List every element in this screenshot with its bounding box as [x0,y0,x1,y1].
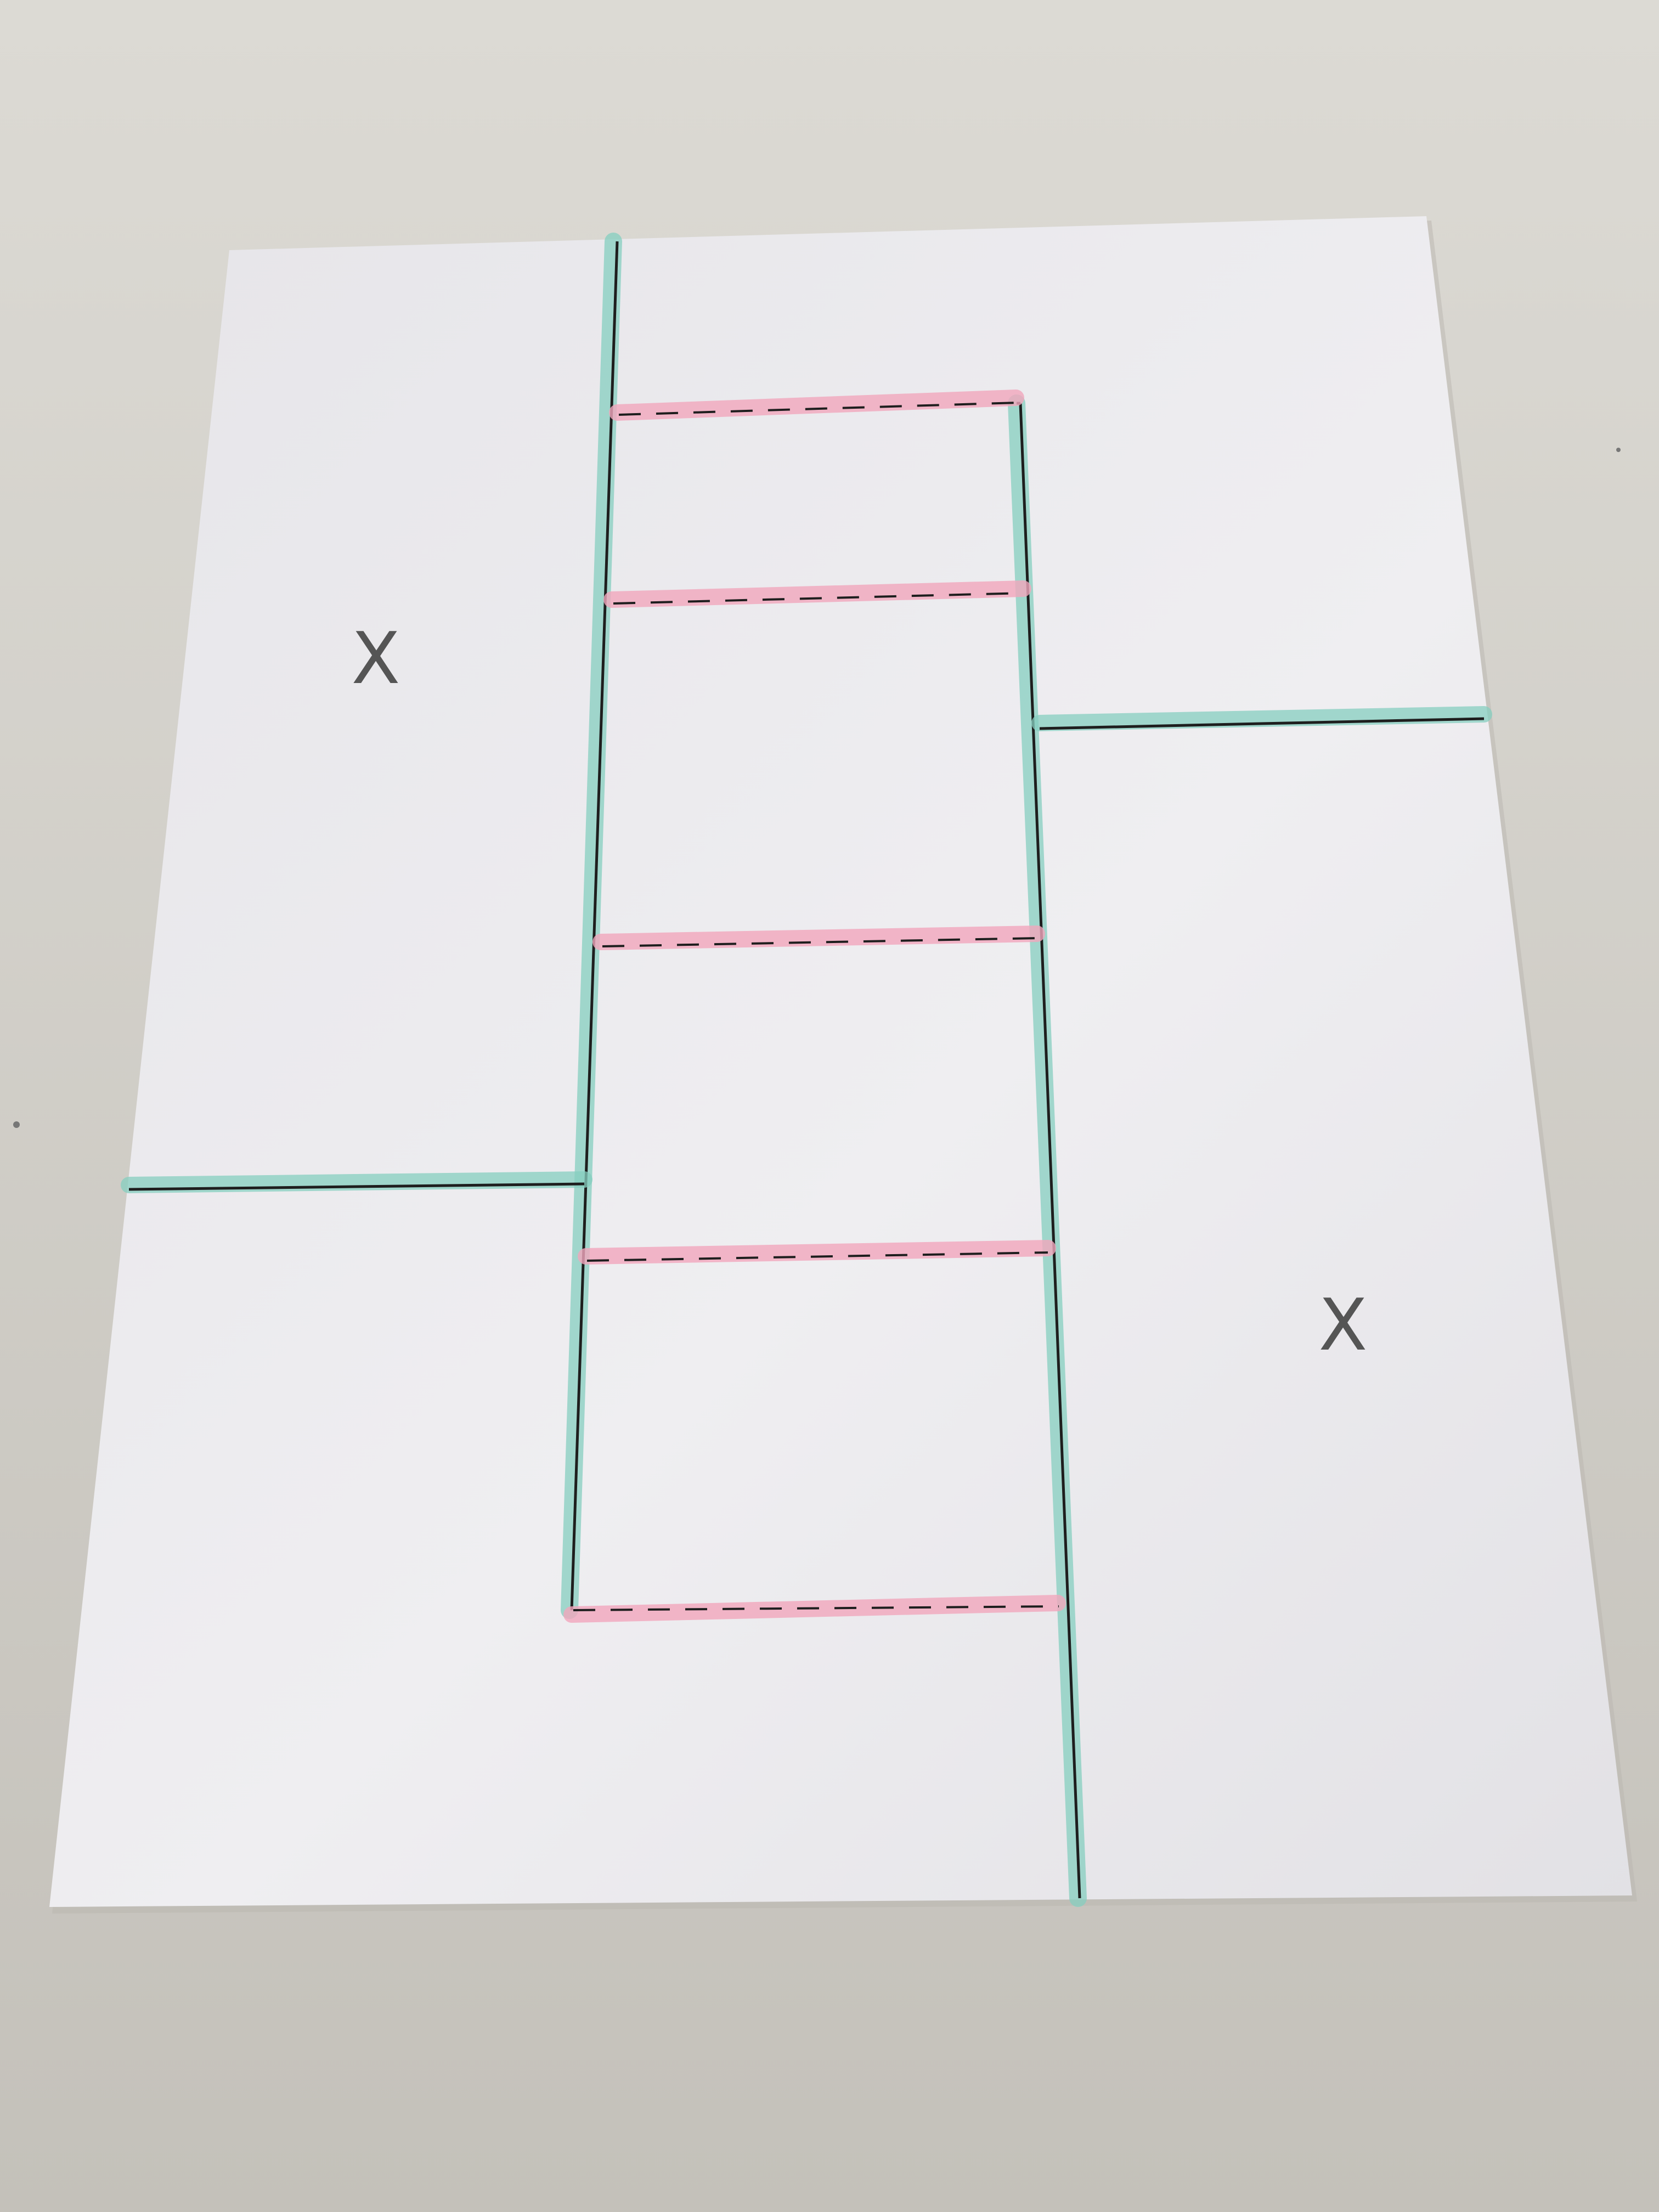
fold-line-5 [573,1605,1059,1611]
x-mark-left: X [351,617,400,700]
fold-line-2-highlight [603,580,1031,608]
cut-line-left-vertical [570,241,619,1611]
cut-line-left-vertical-highlight [561,233,622,1619]
fold-line-1-highlight [609,390,1024,421]
cut-line-left-horizontal-highlight [121,1171,592,1193]
fold-line-4 [586,1251,1048,1262]
cut-line-left-horizontal [128,1182,585,1191]
cut-line-right-horizontal-highlight [1031,706,1492,731]
fold-line-2 [613,592,1024,605]
fold-line-1 [618,402,1018,416]
x-marks: X X [351,617,1367,1367]
fold-lines [563,390,1066,1623]
paper-sheet [49,216,1632,1907]
speck [13,1121,20,1128]
speck [1616,448,1621,452]
fold-line-3-highlight [592,926,1045,950]
cut-line-right-horizontal [1039,717,1485,730]
x-mark-right: X [1318,1283,1367,1367]
cut-line-right-vertical [1019,403,1081,1899]
cut-lines [121,233,1492,1907]
fold-line-4-highlight [578,1240,1056,1265]
cut-line-right-vertical-highlight [1008,394,1087,1907]
